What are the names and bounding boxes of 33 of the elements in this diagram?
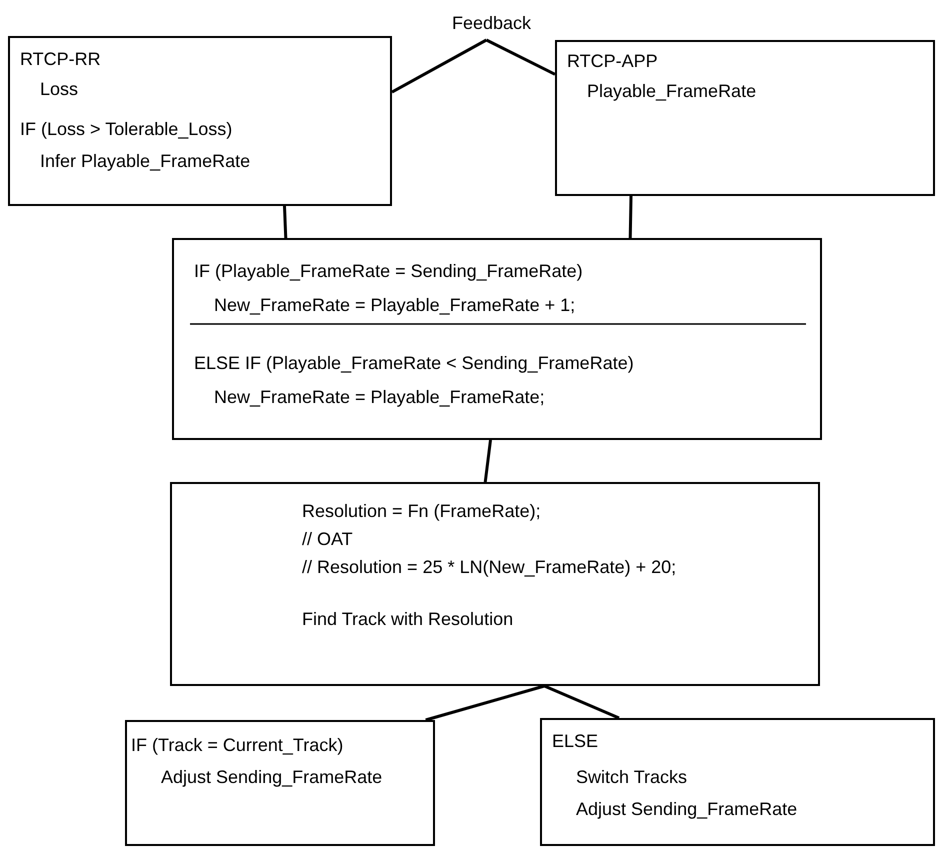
code-line: ELSE	[552, 730, 598, 752]
feedback-label: Feedback	[452, 12, 532, 34]
code-line: Adjust Sending_FrameRate	[576, 798, 798, 820]
code-line: // OAT	[302, 528, 353, 550]
text-box	[555, 40, 935, 196]
connector-line	[544, 684, 620, 720]
code-line: Infer Playable_FrameRate	[40, 150, 250, 172]
text-box	[8, 36, 392, 206]
code-line: RTCP-APP	[567, 50, 658, 72]
code-line: Switch Tracks	[576, 766, 688, 788]
code-line: RTCP-RR	[20, 48, 101, 70]
code-line: IF (Loss > Tolerable_Loss)	[20, 118, 232, 140]
code-line: IF (Playable_FrameRate = Sending_FrameRate)	[194, 260, 583, 282]
code-line: // Resolution = 25 * LN(New_FrameRate) + 20;	[302, 556, 676, 578]
text-box	[172, 238, 822, 440]
text-box	[125, 720, 435, 846]
code-line: New_FrameRate = Playable_FrameRate;	[214, 386, 545, 408]
code-line: Find Track with Resolution	[302, 608, 514, 630]
code-line: Resolution = Fn (FrameRate);	[302, 500, 541, 522]
code-line: Loss	[40, 78, 78, 100]
connector-line	[628, 196, 632, 238]
text-box	[170, 482, 820, 686]
code-line: New_FrameRate = Playable_FrameRate + 1;	[214, 294, 576, 316]
connector-line	[486, 38, 556, 76]
connector-line	[484, 440, 492, 482]
connector-line	[282, 206, 288, 238]
code-line: ELSE IF (Playable_FrameRate < Sending_FrameRate)	[194, 352, 634, 374]
code-line: Playable_FrameRate	[587, 80, 756, 102]
code-line: Adjust Sending_FrameRate	[161, 766, 382, 788]
connector-line	[391, 38, 488, 94]
connector-line	[425, 684, 545, 722]
code-line: IF (Track = Current_Track)	[131, 734, 344, 756]
text-box	[540, 718, 935, 846]
